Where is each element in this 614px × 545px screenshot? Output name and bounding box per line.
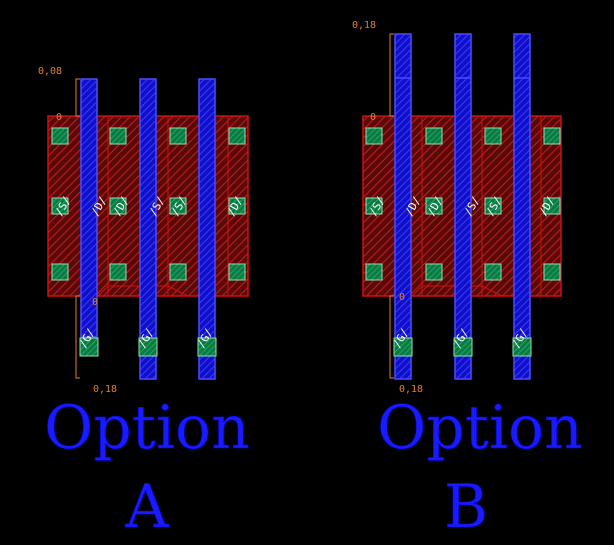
gate-tap-contacts <box>393 337 532 357</box>
dim-bottom-extension: 0,18 <box>399 384 423 395</box>
dim-top-zero: 0 <box>56 112 62 123</box>
dim-bottom-zero: 0 <box>92 297 98 308</box>
dim-top-extension: 0,08 <box>38 66 62 77</box>
option-b-title: Option B <box>377 393 583 543</box>
poly-gates <box>394 33 531 380</box>
title-line-1: Option <box>44 393 250 463</box>
dim-top-extension: 0,18 <box>352 20 376 31</box>
title-line-2: A <box>124 472 169 542</box>
option-a-layout: /S/ /D/ /D/ /S/ /S/ /D/ /G/ /G/ /G/ 0,08… <box>38 66 250 542</box>
dim-bottom-extension: 0,18 <box>93 384 117 395</box>
dimension-labels: 0,08 0 0 0,18 <box>38 66 117 395</box>
title-line-1: Option <box>377 393 583 463</box>
gate-tap-contacts <box>79 337 217 357</box>
option-b-layout: /S/ /D/ /D/ /S/ /S/ /D/ /G/ /G/ /G/ 0,18… <box>352 20 583 542</box>
option-a-title: Option A <box>44 393 250 543</box>
dim-top-zero: 0 <box>370 112 376 123</box>
contact-grid <box>365 127 561 281</box>
poly-gates <box>80 78 216 380</box>
dimension-labels: 0,18 0 0 0,18 <box>352 20 423 395</box>
contact-grid <box>51 127 246 281</box>
title-line-2: B <box>444 472 488 542</box>
dim-bottom-zero: 0 <box>399 292 405 303</box>
dimension-lines <box>389 33 394 379</box>
dimension-lines <box>75 78 80 379</box>
